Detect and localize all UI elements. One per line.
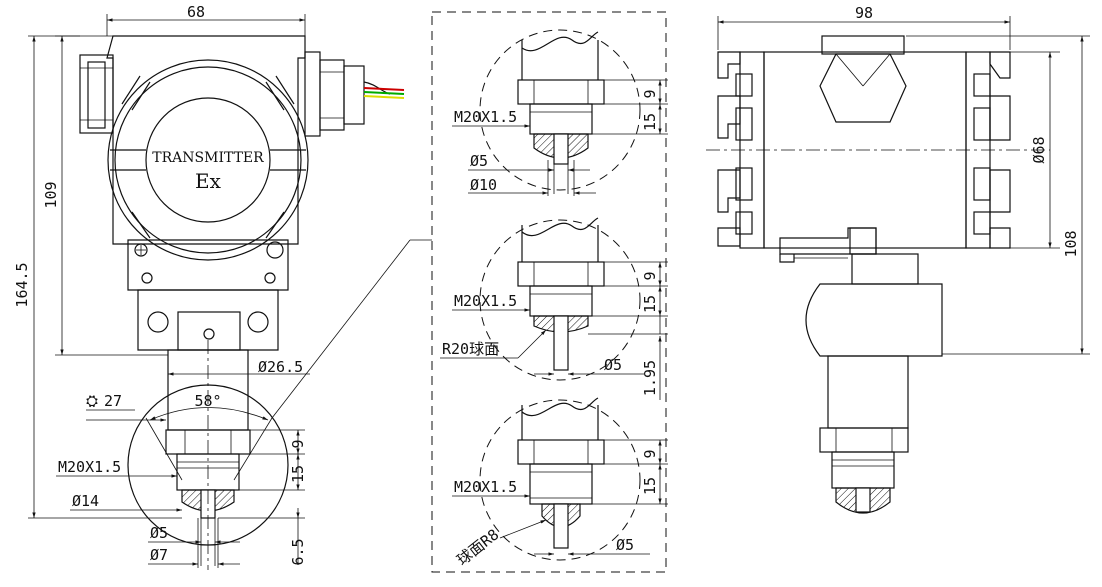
dim-c-9: 9 xyxy=(641,449,659,458)
dim-6-5: 6.5 xyxy=(289,538,307,565)
dim-9: 9 xyxy=(289,439,307,448)
dim-98: 98 xyxy=(855,4,873,22)
dim-b-5: Ø5 xyxy=(604,356,622,374)
dim-5: Ø5 xyxy=(150,524,168,542)
front-dimensions: 68 109 164.5 Ø26.5 ⛭ 27 58° 9 15 6.5 M20… xyxy=(13,3,432,568)
dim-b-9: 9 xyxy=(641,271,659,280)
dim-27: 27 xyxy=(104,392,122,410)
detail-frame xyxy=(431,11,667,573)
thread-c-label: M20X1.5 xyxy=(454,478,517,496)
detail-a: 9 15 M20X1.5 Ø5 Ø10 xyxy=(452,29,668,196)
dim-c-5: Ø5 xyxy=(616,536,634,554)
dim-164-5: 164.5 xyxy=(13,262,31,307)
ground-screw xyxy=(134,243,148,257)
dim-58-deg: 58° xyxy=(194,392,221,410)
dim-15: 15 xyxy=(289,465,307,483)
dim-7: Ø7 xyxy=(150,546,168,564)
dim-108: 108 xyxy=(1062,230,1080,257)
radius-c-label: 球面R8 xyxy=(453,525,502,569)
dim-26-5: Ø26.5 xyxy=(258,358,303,376)
radius-b-label: R20球面 xyxy=(442,340,499,358)
dim-b-1-95: 1.95 xyxy=(641,360,659,396)
detail-c: 9 15 M20X1.5 球面R8 Ø5 xyxy=(452,397,668,569)
thread-label: M20X1.5 xyxy=(58,458,121,476)
ex-label: Ex xyxy=(195,169,222,193)
dim-c-15: 15 xyxy=(641,477,659,495)
dim-68-dia: Ø68 xyxy=(1030,136,1048,163)
dim-68: 68 xyxy=(187,3,205,21)
dim-14: Ø14 xyxy=(72,492,99,510)
dim-a-9: 9 xyxy=(641,89,659,98)
wrench-icon: ⛭ xyxy=(86,392,98,410)
dim-109: 109 xyxy=(42,181,60,208)
dim-a-5: Ø5 xyxy=(470,152,488,170)
thread-a-label: M20X1.5 xyxy=(454,108,517,126)
dim-a-15: 15 xyxy=(641,113,659,131)
outer-cover xyxy=(107,59,309,261)
front-view xyxy=(79,35,405,570)
detail-b: 9 15 1.95 M20X1.5 R20球面 Ø5 xyxy=(440,217,668,400)
side-dimensions: 98 Ø68 108 xyxy=(717,4,1090,355)
dim-a-10: Ø10 xyxy=(470,176,497,194)
side-view xyxy=(706,35,1050,514)
transmitter-label: TRANSMITTER xyxy=(152,150,264,166)
dim-b-15: 15 xyxy=(641,295,659,313)
thread-b-label: M20X1.5 xyxy=(454,292,517,310)
